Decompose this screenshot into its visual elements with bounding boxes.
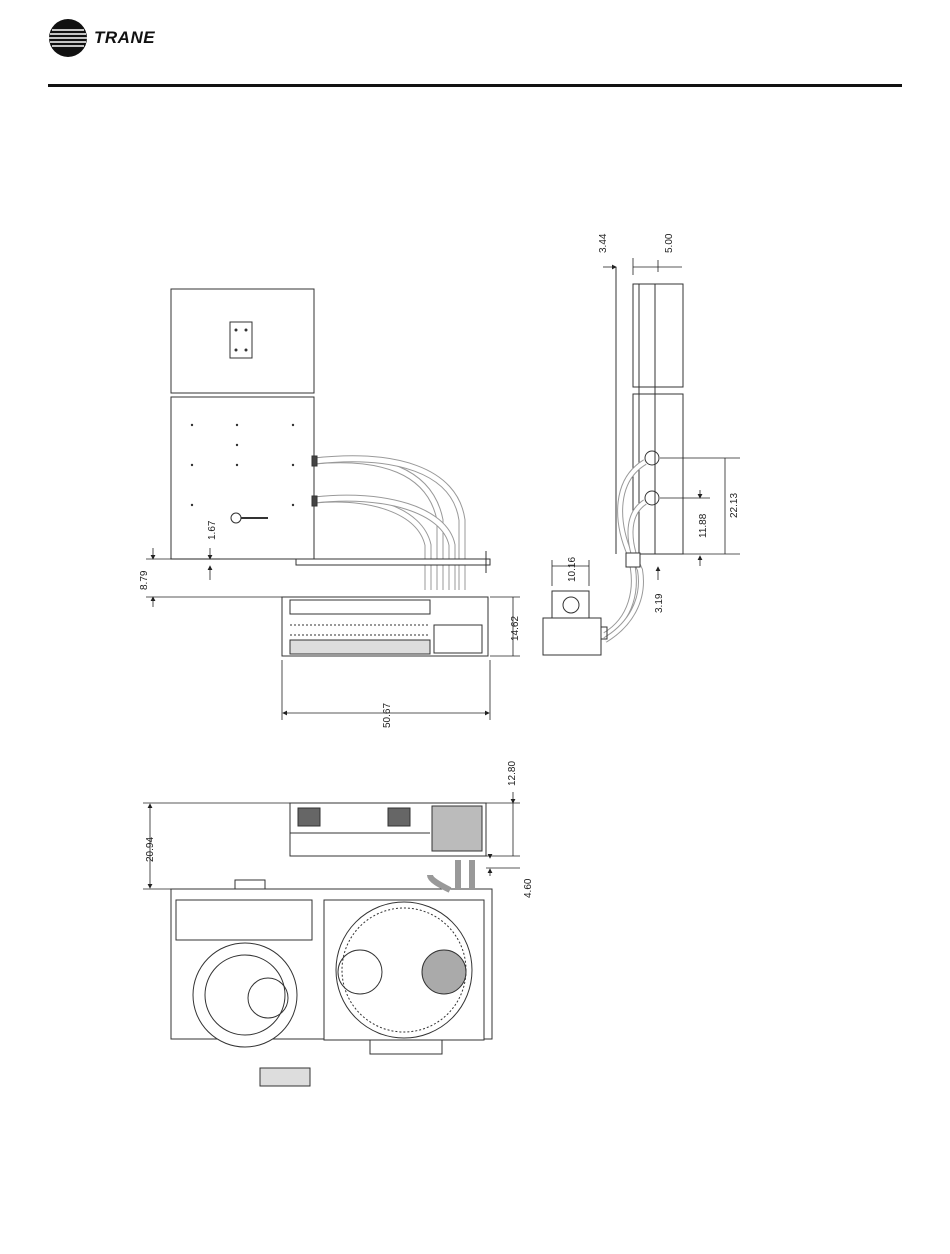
dim-20-94: 20.94 [145, 837, 156, 862]
lower-cabinet [171, 397, 314, 559]
dim-11-88: 11.88 [698, 513, 709, 538]
side-blower [552, 591, 589, 619]
dim-22-13: 22.13 [729, 493, 740, 518]
dim-10-16: 10.16 [567, 557, 578, 582]
dim-3-44: 3.44 [598, 233, 609, 253]
dim-1-67: 1.67 [207, 520, 218, 540]
dim-5-00: 5.00 [664, 233, 675, 253]
side-cabinet-lower [633, 394, 683, 554]
gas-valve [260, 1068, 310, 1086]
side-junction-box [626, 553, 640, 567]
side-cabinet-upper [633, 284, 683, 387]
bottom-view [171, 803, 492, 1086]
dim-50-67: 50.67 [382, 703, 393, 728]
mounting-rail [296, 559, 490, 565]
dim-12-80: 12.80 [507, 761, 518, 786]
inducer-wheel [193, 943, 297, 1047]
dim-4-60: 4.60 [523, 878, 534, 898]
dim-8-79: 8.79 [139, 570, 150, 590]
dim-14-62: 14.62 [510, 616, 521, 641]
upper-cabinet [171, 289, 314, 393]
dim-3-19: 3.19 [654, 593, 665, 613]
top-view [171, 289, 490, 656]
vent-grille [422, 950, 466, 994]
